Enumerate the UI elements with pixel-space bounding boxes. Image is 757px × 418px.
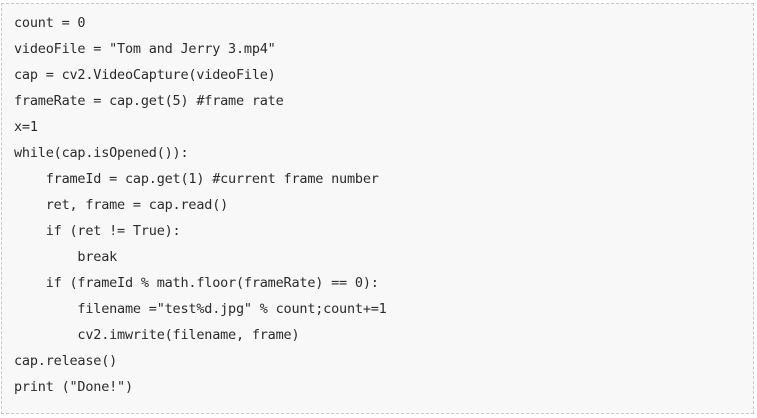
code-line: frameId = cap.get(1) #current frame numb… — [14, 171, 379, 187]
code-line: while(cap.isOpened()): — [14, 145, 189, 161]
code-line: videoFile = "Tom and Jerry 3.mp4" — [14, 41, 276, 57]
code-line: x=1 — [14, 119, 38, 135]
code-line: cap = cv2.VideoCapture(videoFile) — [14, 67, 276, 83]
code-line: filename ="test%d.jpg" % count;count+=1 — [14, 301, 387, 317]
code-line: ret, frame = cap.read() — [14, 197, 229, 213]
code-line: break — [14, 249, 118, 265]
code-line: frameRate = cap.get(5) #frame rate — [14, 93, 284, 109]
code-line: print ("Done!") — [14, 379, 133, 395]
code-block[interactable]: count = 0 videoFile = "Tom and Jerry 3.m… — [1, 3, 754, 414]
code-line: count = 0 — [14, 15, 86, 31]
code-line: cv2.imwrite(filename, frame) — [14, 327, 300, 343]
code-line: if (frameId % math.floor(frameRate) == 0… — [14, 275, 379, 291]
code-line: cap.release() — [14, 353, 118, 369]
code-line: if (ret != True): — [14, 223, 181, 239]
